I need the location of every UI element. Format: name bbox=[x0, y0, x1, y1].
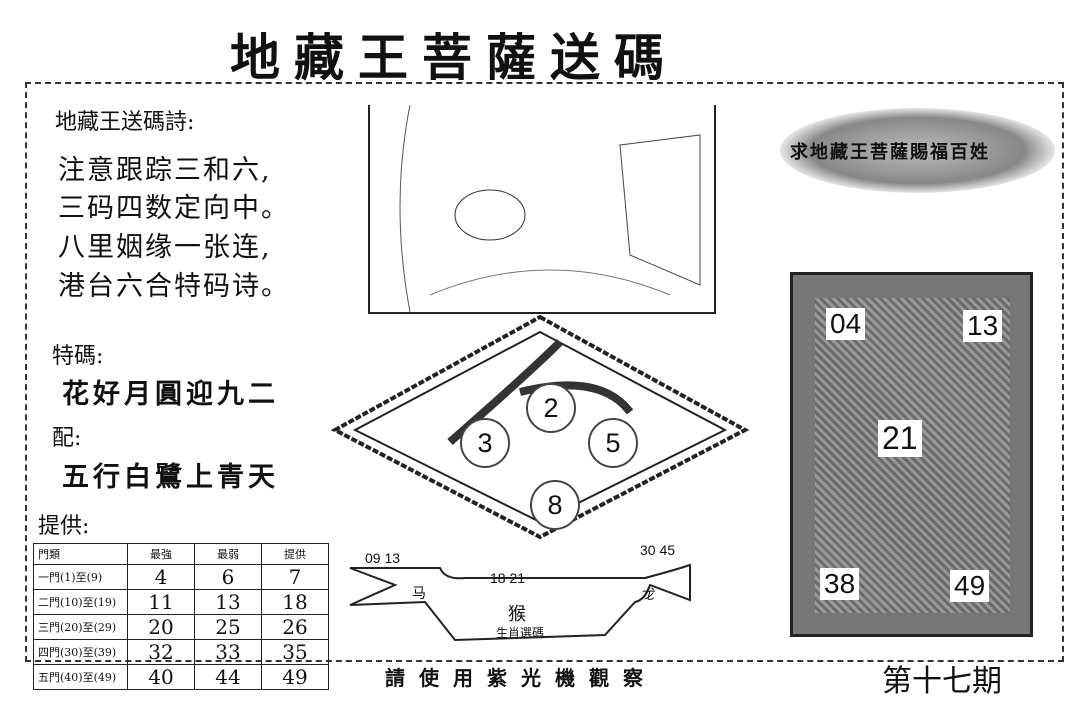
match-text: 五行白鷺上青天 bbox=[62, 462, 279, 493]
issue-number: 第十七期 bbox=[882, 664, 1002, 699]
table-header: 門類 最強 最弱 提供 bbox=[33, 543, 329, 565]
provider-label: 提供: bbox=[38, 514, 90, 539]
header-cell: 最弱 bbox=[194, 543, 262, 565]
zodiac-ribbon bbox=[349, 563, 691, 642]
row-label: 一門(1)至(9) bbox=[33, 564, 128, 590]
cell: 20 bbox=[127, 614, 195, 640]
zodiac-left-numbers: 09 13 bbox=[365, 550, 401, 566]
zodiac-right-numbers: 30 45 bbox=[640, 542, 676, 558]
cell: 18 bbox=[261, 589, 329, 615]
zodiac-right-sign: 龙 bbox=[640, 586, 654, 602]
diamond-number: 8 bbox=[530, 480, 580, 530]
zodiac-center-sign: 猴 bbox=[508, 604, 526, 625]
cell: 49 bbox=[261, 664, 329, 690]
cell: 6 bbox=[194, 564, 262, 590]
diamond-number: 3 bbox=[460, 418, 510, 468]
statue-number: 49 bbox=[950, 570, 990, 602]
footer-text: 請使用紫光機觀察 bbox=[385, 666, 657, 690]
statue-number: 13 bbox=[963, 310, 1003, 342]
banner-text: 求地藏王菩薩賜福百姓 bbox=[790, 142, 990, 163]
banner-ellipse bbox=[780, 108, 1055, 193]
poem-heading: 地藏王送碼詩: bbox=[55, 110, 195, 135]
poem-line: 三码四数定向中。 bbox=[58, 193, 290, 224]
row-label: 三門(20)至(29) bbox=[33, 614, 128, 640]
cell: 33 bbox=[194, 639, 262, 665]
diamond-number: 2 bbox=[526, 383, 576, 433]
statue-number: 04 bbox=[826, 308, 866, 340]
cell: 35 bbox=[261, 639, 329, 665]
statue-number: 21 bbox=[878, 420, 922, 457]
cell: 7 bbox=[261, 564, 329, 590]
sketch-illustration bbox=[368, 104, 716, 314]
cell: 13 bbox=[194, 589, 262, 615]
header-cell: 門類 bbox=[33, 543, 128, 565]
poem-line: 八里姻缘一张连, bbox=[58, 232, 272, 263]
cell: 25 bbox=[194, 614, 262, 640]
header-cell: 最強 bbox=[127, 543, 195, 565]
cell: 26 bbox=[261, 614, 329, 640]
diamond-number: 5 bbox=[588, 418, 638, 468]
cell: 11 bbox=[127, 589, 195, 615]
special-text: 花好月圓迎九二 bbox=[62, 379, 279, 410]
poem-line: 注意跟踪三和六, bbox=[58, 155, 272, 186]
cell: 40 bbox=[127, 664, 195, 690]
zodiac-left-sign: 马 bbox=[412, 585, 426, 601]
row-label: 二門(10)至(19) bbox=[33, 589, 128, 615]
cell: 4 bbox=[127, 564, 195, 590]
sheep-sketch-icon bbox=[399, 104, 701, 313]
row-label: 五門(40)至(49) bbox=[33, 664, 128, 690]
zodiac-caption: 生肖選碼 bbox=[496, 626, 545, 640]
cell: 44 bbox=[194, 664, 262, 690]
special-label: 特碼: bbox=[52, 344, 104, 369]
statue-number: 38 bbox=[820, 568, 860, 600]
row-label: 四門(30)至(39) bbox=[33, 639, 128, 665]
dashed-frame bbox=[25, 82, 1064, 662]
page-title: 地藏王菩薩送碼 bbox=[230, 28, 678, 87]
cell: 32 bbox=[127, 639, 195, 665]
match-label: 配: bbox=[52, 426, 82, 451]
zodiac-center-numbers: 18 21 bbox=[490, 570, 526, 586]
header-cell: 提供 bbox=[261, 543, 329, 565]
poem-line: 港台六合特码诗。 bbox=[58, 271, 290, 302]
